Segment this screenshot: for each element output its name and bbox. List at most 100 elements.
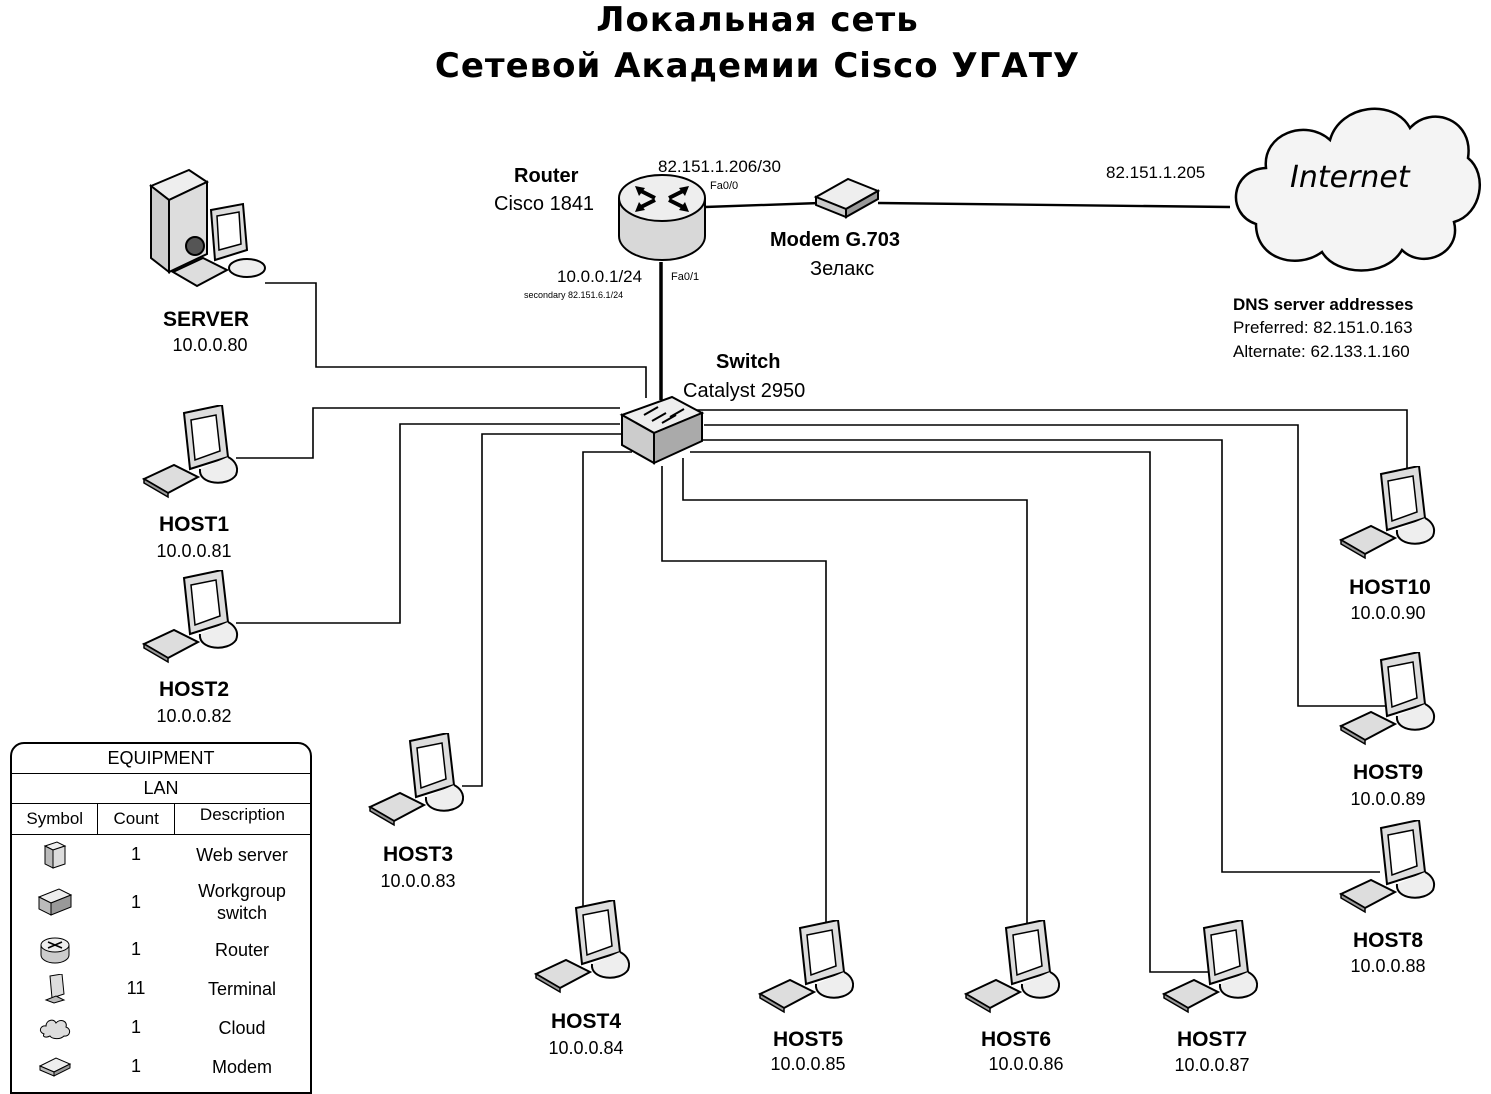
wire-host8 xyxy=(700,439,1380,873)
wire-modem-internet xyxy=(877,201,1231,209)
host9-ip: 10.0.0.89 xyxy=(1350,789,1426,809)
wire-host7 xyxy=(690,451,1210,973)
host10-ip: 10.0.0.90 xyxy=(1350,603,1426,623)
wire-host5 xyxy=(661,466,827,926)
modem-icon xyxy=(12,1056,98,1078)
server-name: SERVER xyxy=(163,308,249,331)
wire-host6 xyxy=(682,458,1028,926)
terminal-icon xyxy=(1337,650,1447,752)
modem-vendor: Зелакс xyxy=(810,258,875,280)
terminal-icon xyxy=(12,973,98,1004)
cloud-icon xyxy=(1234,107,1482,272)
host8-name: HOST8 xyxy=(1352,929,1423,952)
host2-ip: 10.0.0.82 xyxy=(156,706,232,726)
host8-ip: 10.0.0.88 xyxy=(1350,956,1426,976)
equipment-row: 1 Web server xyxy=(12,835,310,874)
router-lan-port: Fa0/1 xyxy=(671,271,700,283)
server-ip: 10.0.0.80 xyxy=(172,335,248,355)
wire-host2 xyxy=(236,423,620,624)
equipment-description: Workgroup switch xyxy=(198,881,286,923)
host5-ip: 10.0.0.85 xyxy=(770,1054,846,1074)
host1-name: HOST1 xyxy=(158,513,229,536)
equipment-row: 1 Modem xyxy=(12,1047,310,1086)
switch-icon xyxy=(12,887,98,917)
equipment-count: 1 xyxy=(130,939,141,959)
diagram-title-line1: Локальная сеть xyxy=(596,0,919,40)
terminal-icon xyxy=(140,403,250,505)
terminal-icon xyxy=(532,898,642,1000)
equipment-count: 11 xyxy=(126,978,146,998)
wire-host1 xyxy=(236,407,620,459)
equipment-title: EQUIPMENT xyxy=(12,744,310,774)
host9-name: HOST9 xyxy=(1352,761,1423,784)
host4-ip: 10.0.0.84 xyxy=(548,1038,624,1058)
col-symbol: Symbol xyxy=(26,809,84,828)
equipment-description: Cloud xyxy=(218,1017,266,1038)
host3-ip: 10.0.0.83 xyxy=(380,871,456,891)
equipment-row: 1 Cloud xyxy=(12,1008,310,1047)
wire-host10 xyxy=(690,409,1408,480)
wire-host3 xyxy=(462,433,624,787)
dns-preferred: Preferred: 82.151.0.163 xyxy=(1233,318,1413,337)
col-count: Count xyxy=(97,804,173,834)
modem-icon xyxy=(813,177,881,219)
wire-router-modem xyxy=(704,201,821,209)
router-wan-port: Fa0/0 xyxy=(710,180,739,192)
host3-name: HOST3 xyxy=(382,843,453,866)
host7-name: HOST7 xyxy=(1176,1028,1247,1051)
internet-label: Internet xyxy=(1290,160,1410,195)
equipment-count: 1 xyxy=(130,844,141,864)
host6-ip: 10.0.0.86 xyxy=(988,1054,1064,1074)
equipment-subtitle: LAN xyxy=(12,774,310,804)
diagram-title-line2: Сетевой Академии Cisco УГАТУ xyxy=(434,46,1081,86)
equipment-count: 1 xyxy=(130,891,141,912)
host7-ip: 10.0.0.87 xyxy=(1174,1055,1250,1075)
wire-host9 xyxy=(704,424,1385,707)
equipment-description: Terminal xyxy=(207,978,277,999)
terminal-icon xyxy=(756,918,866,1020)
terminal-icon xyxy=(1337,818,1447,920)
router-icon xyxy=(12,936,98,964)
terminal-icon xyxy=(962,918,1072,1020)
wire-server xyxy=(265,282,647,398)
equipment-description: Web server xyxy=(196,844,288,865)
equipment-row: 11 Terminal xyxy=(12,969,310,1008)
equipment-count: 1 xyxy=(130,1017,141,1037)
server-icon xyxy=(12,840,98,870)
equipment-table: EQUIPMENT LAN Symbol Count Description 1… xyxy=(10,742,312,1094)
switch-name: Switch xyxy=(716,351,781,373)
equipment-row: 1 Workgroup switch xyxy=(12,874,310,930)
dns-title: DNS server addresses xyxy=(1233,295,1414,314)
host4-name: HOST4 xyxy=(550,1010,621,1033)
router-icon xyxy=(618,174,706,261)
host1-ip: 10.0.0.81 xyxy=(156,541,232,561)
terminal-icon xyxy=(366,731,476,833)
switch-model: Catalyst 2950 xyxy=(683,380,806,402)
host10-name: HOST10 xyxy=(1349,576,1431,599)
router-name: Router xyxy=(514,165,579,187)
equipment-description: Modem xyxy=(211,1056,273,1077)
col-description: Description xyxy=(173,804,310,834)
modem-name: Modem G.703 xyxy=(770,229,901,251)
terminal-icon xyxy=(140,568,250,670)
terminal-icon xyxy=(1337,464,1447,566)
router-wan-ip: 82.151.1.206/30 xyxy=(658,157,781,176)
host2-name: HOST2 xyxy=(158,678,229,701)
internet-gateway-ip: 82.151.1.205 xyxy=(1106,163,1206,182)
host6-name: HOST6 xyxy=(980,1028,1051,1051)
terminal-icon xyxy=(1160,918,1270,1020)
wire-host4 xyxy=(582,451,632,908)
dns-alternate: Alternate: 62.133.1.160 xyxy=(1233,342,1410,361)
host5-name: HOST5 xyxy=(772,1028,843,1051)
router-secondary-ip: secondary 82.151.6.1/24 xyxy=(524,290,624,300)
switch-icon xyxy=(619,395,705,465)
equipment-header-row: Symbol Count Description xyxy=(12,804,310,835)
equipment-description: Router xyxy=(214,939,270,960)
equipment-row: 1 Router xyxy=(12,930,310,969)
router-lan-ip: 10.0.0.1/24 xyxy=(557,267,643,286)
cloud-icon xyxy=(12,1016,98,1040)
equipment-count: 1 xyxy=(130,1056,141,1076)
